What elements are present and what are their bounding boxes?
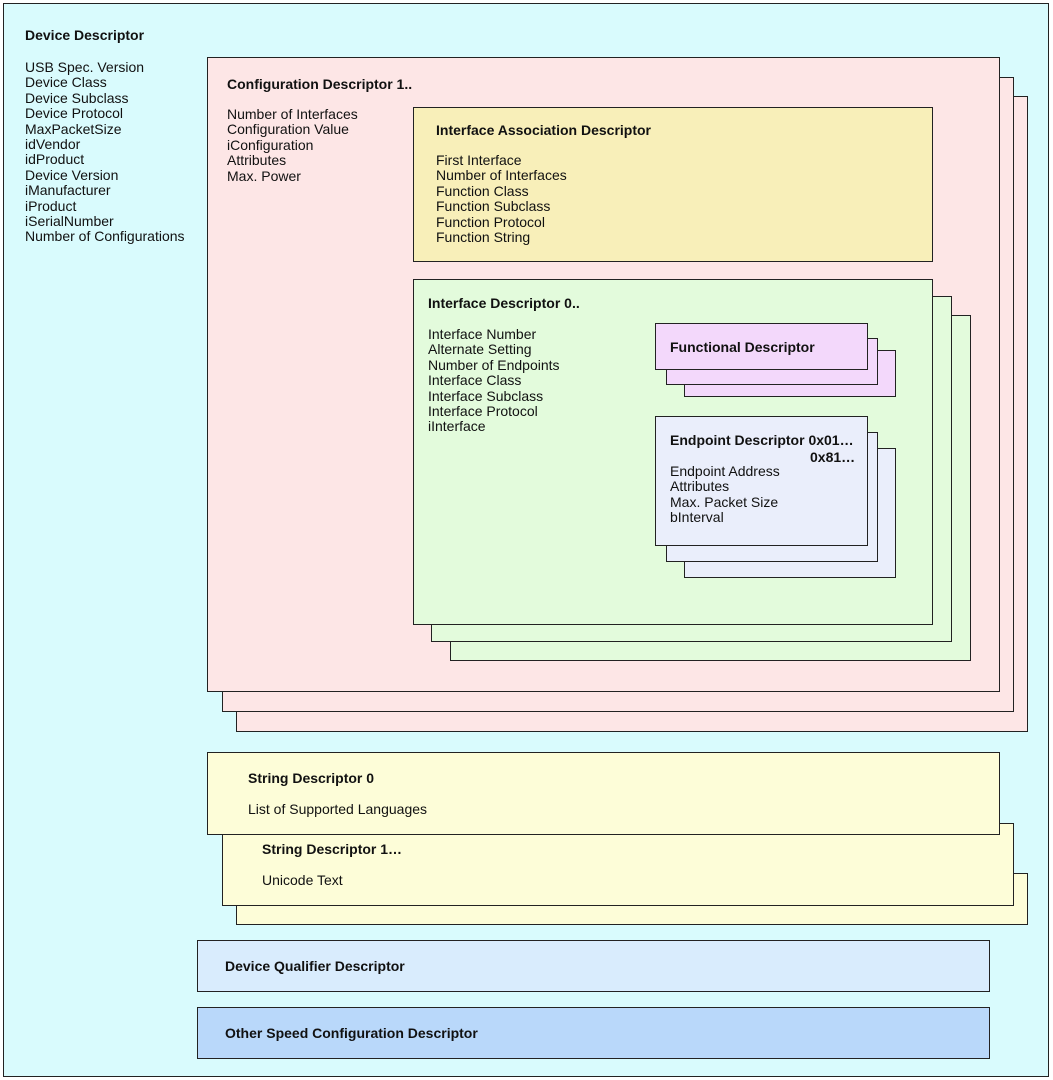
field-label: Function Protocol	[436, 213, 545, 230]
field-label: Function Class	[436, 182, 529, 199]
other-speed-configuration-descriptor-title: Other Speed Configuration Descriptor	[225, 1025, 478, 1041]
field-label: USB Spec. Version	[25, 59, 145, 75]
field-label: Device Version	[25, 166, 119, 183]
field-label: Max. Power	[227, 167, 301, 184]
field-label: Alternate Setting	[428, 341, 532, 358]
string-descriptor-0-box	[207, 752, 1000, 835]
field-label: Attributes	[227, 152, 287, 169]
interface-descriptor-title: Interface Descriptor 0..	[428, 295, 580, 311]
field-label: Configuration Value	[227, 121, 349, 138]
field-label: iProduct	[25, 197, 77, 214]
string-descriptor-1-title: String Descriptor 1…	[262, 841, 403, 857]
field-label: iSerialNumber	[25, 212, 114, 229]
field-label: Interface Subclass	[428, 387, 544, 404]
field-label: Device Class	[25, 74, 107, 91]
field-label: Attributes	[670, 478, 730, 495]
endpoint-descriptor-box	[655, 416, 868, 546]
endpoint-descriptor-title-line1: Endpoint Descriptor 0x01…	[670, 432, 854, 448]
device-descriptor-title: Device Descriptor	[25, 27, 145, 43]
functional-descriptor-title: Functional Descriptor	[670, 339, 815, 355]
other-speed-configuration-descriptor-box	[197, 1007, 990, 1059]
field-label: Interface Number	[428, 326, 537, 342]
field-label: idProduct	[25, 151, 85, 168]
device-qualifier-descriptor-title: Device Qualifier Descriptor	[225, 958, 405, 974]
field-label: List of Supported Languages	[248, 801, 428, 817]
functional-descriptor-box	[655, 323, 868, 370]
string-descriptor-0-fields: List of Supported Languages	[248, 801, 428, 817]
configuration-descriptor-title: Configuration Descriptor 1..	[227, 76, 413, 92]
field-label: idVendor	[25, 135, 81, 152]
interface-association-descriptor-title: Interface Association Descriptor	[436, 122, 651, 138]
interface-association-descriptor-box	[413, 107, 933, 262]
field-label: iInterface	[428, 418, 486, 435]
field-label: Number of Endpoints	[428, 356, 560, 373]
string-descriptor-1-box	[222, 823, 1014, 906]
field-label: Function String	[436, 228, 531, 245]
field-label: Function Subclass	[436, 198, 551, 215]
field-label: Number of Interfaces	[227, 106, 358, 122]
field-label: iManufacturer	[25, 182, 111, 199]
field-label: Max. Packet Size	[670, 493, 779, 510]
field-label: Interface Class	[428, 372, 522, 389]
endpoint-descriptor-title-line2: 0x81…	[810, 449, 856, 465]
field-label: MaxPacketSize	[25, 120, 122, 137]
string-descriptor-1-fields: Unicode Text	[262, 872, 343, 888]
field-label: Endpoint Address	[670, 463, 780, 479]
field-label: Unicode Text	[262, 872, 343, 888]
field-label: iConfiguration	[227, 136, 314, 153]
device-qualifier-descriptor-box	[197, 940, 990, 992]
field-label: Number of Interfaces	[436, 167, 567, 184]
field-label: Device Protocol	[25, 105, 124, 122]
field-label: Interface Protocol	[428, 402, 538, 419]
field-label: First Interface	[436, 152, 522, 168]
field-label: bInterval	[670, 509, 724, 526]
field-label: Device Subclass	[25, 89, 129, 106]
field-label: Number of Configurations	[25, 228, 185, 245]
string-descriptor-0-title: String Descriptor 0	[248, 770, 375, 786]
